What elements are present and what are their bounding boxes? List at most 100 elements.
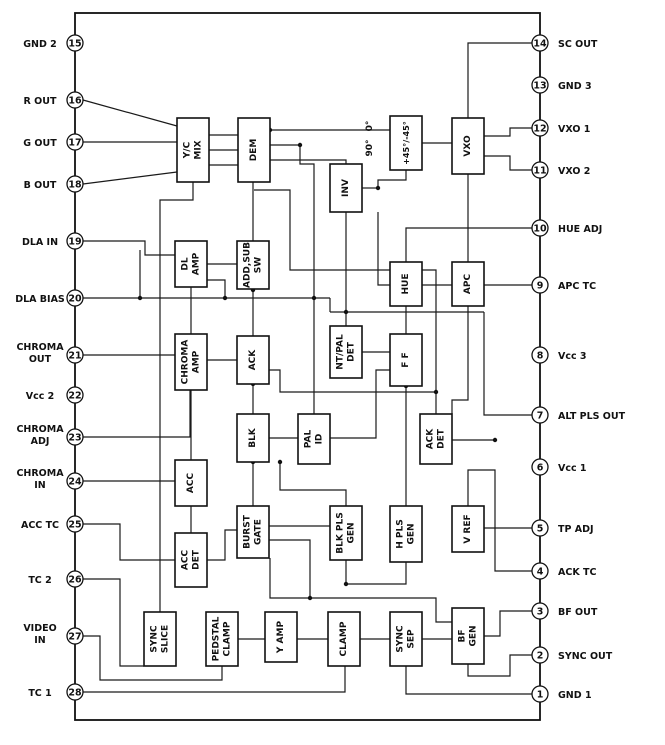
pin-20 (66, 289, 84, 307)
pin-11 (531, 161, 549, 179)
pin-label: GND 2 (23, 39, 57, 50)
pin-number: 28 (68, 688, 82, 699)
wire (82, 171, 178, 185)
block-label: DET (192, 549, 202, 570)
pin-18 (66, 175, 84, 193)
block-label: ACC (186, 473, 196, 494)
block-blk (236, 413, 270, 463)
block-label: ID (315, 434, 325, 445)
block-label: SW (254, 257, 264, 273)
block-label: Y AMP (276, 621, 286, 655)
wire (467, 654, 532, 677)
wire (467, 42, 532, 118)
block-label: GATE (254, 519, 264, 545)
wire (269, 369, 436, 393)
wire (484, 127, 532, 137)
pin-12 (531, 119, 549, 137)
pin-label: IN (34, 480, 46, 491)
wire (270, 144, 315, 414)
pin-label: VIDEO (23, 623, 56, 634)
block-label: DET (347, 341, 357, 362)
pin-number: 12 (533, 124, 546, 135)
pin-15 (66, 34, 84, 52)
junction-dot (307, 595, 313, 601)
pin-label: SC OUT (558, 39, 598, 50)
pin-label: BF OUT (558, 607, 598, 618)
pin-number: 20 (68, 294, 82, 305)
block-label: ACC (181, 550, 191, 571)
block-label: VXO (463, 135, 473, 157)
pin-5 (531, 519, 549, 537)
phase-label: 0° (365, 121, 375, 132)
block-chromaamp (174, 333, 208, 391)
pin-label: DLA BIAS (15, 294, 65, 305)
wire (279, 462, 347, 506)
pin-25 (66, 515, 84, 533)
junction-dot (375, 185, 381, 191)
block-label: PEDSTAL (212, 616, 222, 661)
pin-label: TC 1 (28, 688, 51, 699)
wire (269, 539, 311, 598)
pin-number: 22 (68, 391, 81, 402)
block-phase (389, 115, 423, 171)
pin-number: 7 (537, 411, 544, 422)
pin-label: VXO 1 (558, 124, 590, 135)
pin-label: DLA IN (22, 237, 58, 248)
block-label: AMP (192, 350, 202, 373)
block-label: Y/C (183, 141, 193, 159)
wire (451, 306, 469, 414)
pin-6 (531, 458, 549, 476)
block-label: PAL (304, 430, 314, 449)
wire (254, 189, 437, 414)
pin-number: 8 (537, 351, 544, 362)
block-accb (174, 459, 208, 507)
pin-9 (531, 276, 549, 294)
pin-label: IN (34, 635, 46, 646)
block-label: H PLS (396, 519, 406, 548)
pin-number: 9 (537, 281, 544, 292)
block-label: HUE (401, 274, 411, 295)
block-dlamp (174, 240, 208, 288)
block-label: CHROMA (181, 340, 191, 385)
pin-label: ALT PLS OUT (558, 411, 626, 422)
pin-1 (531, 685, 549, 703)
pin-label: VXO 2 (558, 166, 590, 177)
block-label: SYNC (396, 625, 406, 653)
junction-dot (492, 437, 498, 443)
pin-number: 19 (68, 237, 81, 248)
block-label: V REF (463, 514, 473, 543)
block-dem (237, 117, 271, 183)
block-clamp (327, 611, 361, 667)
pin-number: 2 (537, 651, 544, 662)
wire (83, 666, 346, 693)
wire (377, 212, 390, 286)
wire (269, 558, 452, 623)
pin-label: CHROMA (16, 468, 64, 479)
block-label: APC (463, 274, 473, 295)
pin-label: TP ADJ (558, 524, 594, 535)
block-label: BF (458, 629, 468, 642)
junction-dot (311, 295, 317, 301)
block-accdet (174, 532, 208, 588)
wire (484, 155, 532, 171)
block-label: DET (437, 428, 447, 449)
pin-label: APC TC (558, 281, 596, 292)
wire (345, 560, 407, 585)
pin-number: 25 (68, 520, 81, 531)
pin-16 (66, 91, 84, 109)
block-ycmix (176, 117, 210, 183)
wire (207, 279, 226, 298)
block-label: NT/PAL (336, 334, 346, 370)
block-palid (297, 413, 331, 465)
block-addsub (236, 240, 270, 290)
pin-23 (66, 428, 84, 446)
block-label: ACK (426, 428, 436, 450)
block-label: F F (401, 352, 411, 367)
block-label: DEM (249, 139, 259, 162)
pin-number: 15 (68, 39, 81, 50)
pin-number: 6 (537, 463, 544, 474)
junction-dot (343, 581, 349, 587)
block-vref (451, 505, 485, 553)
